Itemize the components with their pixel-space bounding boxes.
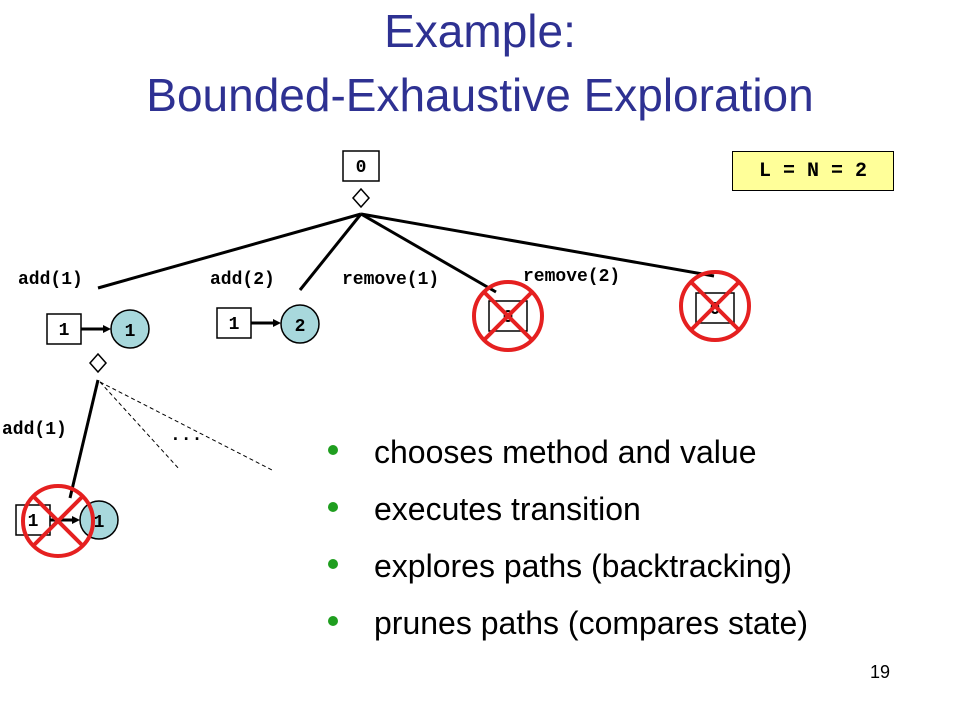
bullet-text: executes transition [374, 491, 641, 527]
state-remove2-size: 0 [710, 300, 721, 320]
bullet-item: prunes paths (compares state) [326, 595, 808, 652]
edge-label-add1: add(1) [18, 270, 83, 290]
edge-label-remove1: remove(1) [342, 270, 439, 290]
state-add1-node-value: 1 [125, 322, 136, 342]
state-add2-node-value: 2 [295, 317, 306, 337]
state-add1-size: 1 [59, 321, 70, 341]
bullet-dot-icon [328, 559, 338, 569]
slide-title-line1: Example: [384, 5, 576, 57]
slide-title-line2: Bounded-Exhaustive Exploration [146, 69, 814, 121]
pruned-mark-remove1 [472, 280, 544, 352]
bullet-text: chooses method and value [374, 434, 757, 470]
bullet-dot-icon [328, 616, 338, 626]
bullet-dot-icon [328, 502, 338, 512]
edge-remove2 [360, 212, 715, 278]
root-state-box [342, 150, 380, 182]
more-edges-ellipsis: ... [170, 426, 202, 446]
bullet-item: explores paths (backtracking) [326, 538, 808, 595]
bullet-text: prunes paths (compares state) [374, 605, 808, 641]
root-choice-diamond [351, 187, 371, 209]
state-add2-size: 1 [229, 315, 240, 335]
state-add2-node [280, 304, 320, 344]
page-number: 19 [870, 662, 891, 682]
edge-add1 [97, 212, 362, 290]
pruned-mark-remove2 [679, 270, 751, 342]
edge-unexplored-1 [99, 381, 181, 471]
edge-remove1 [360, 212, 497, 294]
bullet-text: explores paths (backtracking) [374, 548, 792, 584]
edge-label-add1-child: add(1) [2, 420, 67, 440]
edge-label-add2: add(2) [210, 270, 275, 290]
add1-choice-diamond [88, 352, 108, 374]
bullet-item: chooses method and value [326, 424, 808, 481]
state-add1-node [110, 309, 150, 349]
state-add1-add1-node-value: 1 [94, 513, 105, 533]
pruned-mark-add1-add1 [21, 484, 95, 558]
state-add1-add1-size: 1 [28, 512, 39, 532]
edge-unexplored-2 [99, 381, 273, 471]
bound-parameters-box: L = N = 2 [732, 151, 894, 191]
bullet-item: executes transition [326, 481, 808, 538]
bullet-list: chooses method and value executes transi… [326, 424, 808, 652]
bullet-dot-icon [328, 445, 338, 455]
edge-add1-child [68, 379, 100, 499]
root-state-value: 0 [356, 158, 367, 178]
edge-add2 [298, 213, 363, 291]
edge-label-remove2: remove(2) [523, 267, 620, 287]
